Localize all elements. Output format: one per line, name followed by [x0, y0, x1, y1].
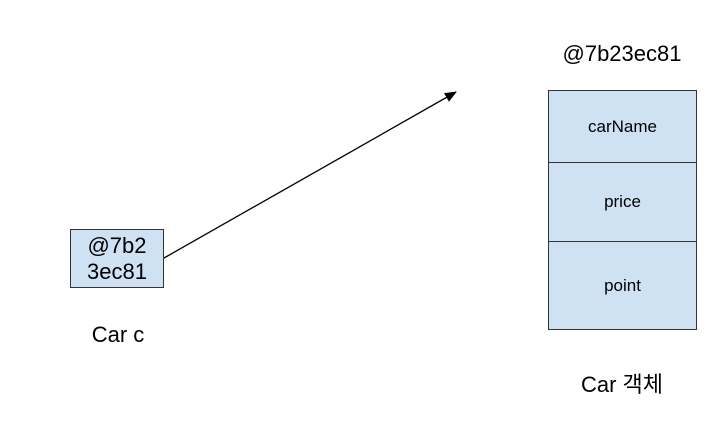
object-address: @7b23ec81: [562, 41, 682, 66]
reference-caption: Car c: [91, 322, 145, 347]
reference-variable-box: @7b2 3ec81: [70, 229, 164, 288]
field-point: point: [604, 275, 641, 295]
reference-address-line-2: 3ec81: [87, 258, 147, 284]
object-box: carName price point: [548, 90, 697, 330]
arrow-line: [163, 91, 457, 259]
field-carname: carName: [549, 91, 696, 163]
object-caption: Car 객체: [580, 372, 664, 397]
reference-address-line-1: @7b2: [87, 232, 147, 258]
field-price: price: [549, 163, 696, 242]
